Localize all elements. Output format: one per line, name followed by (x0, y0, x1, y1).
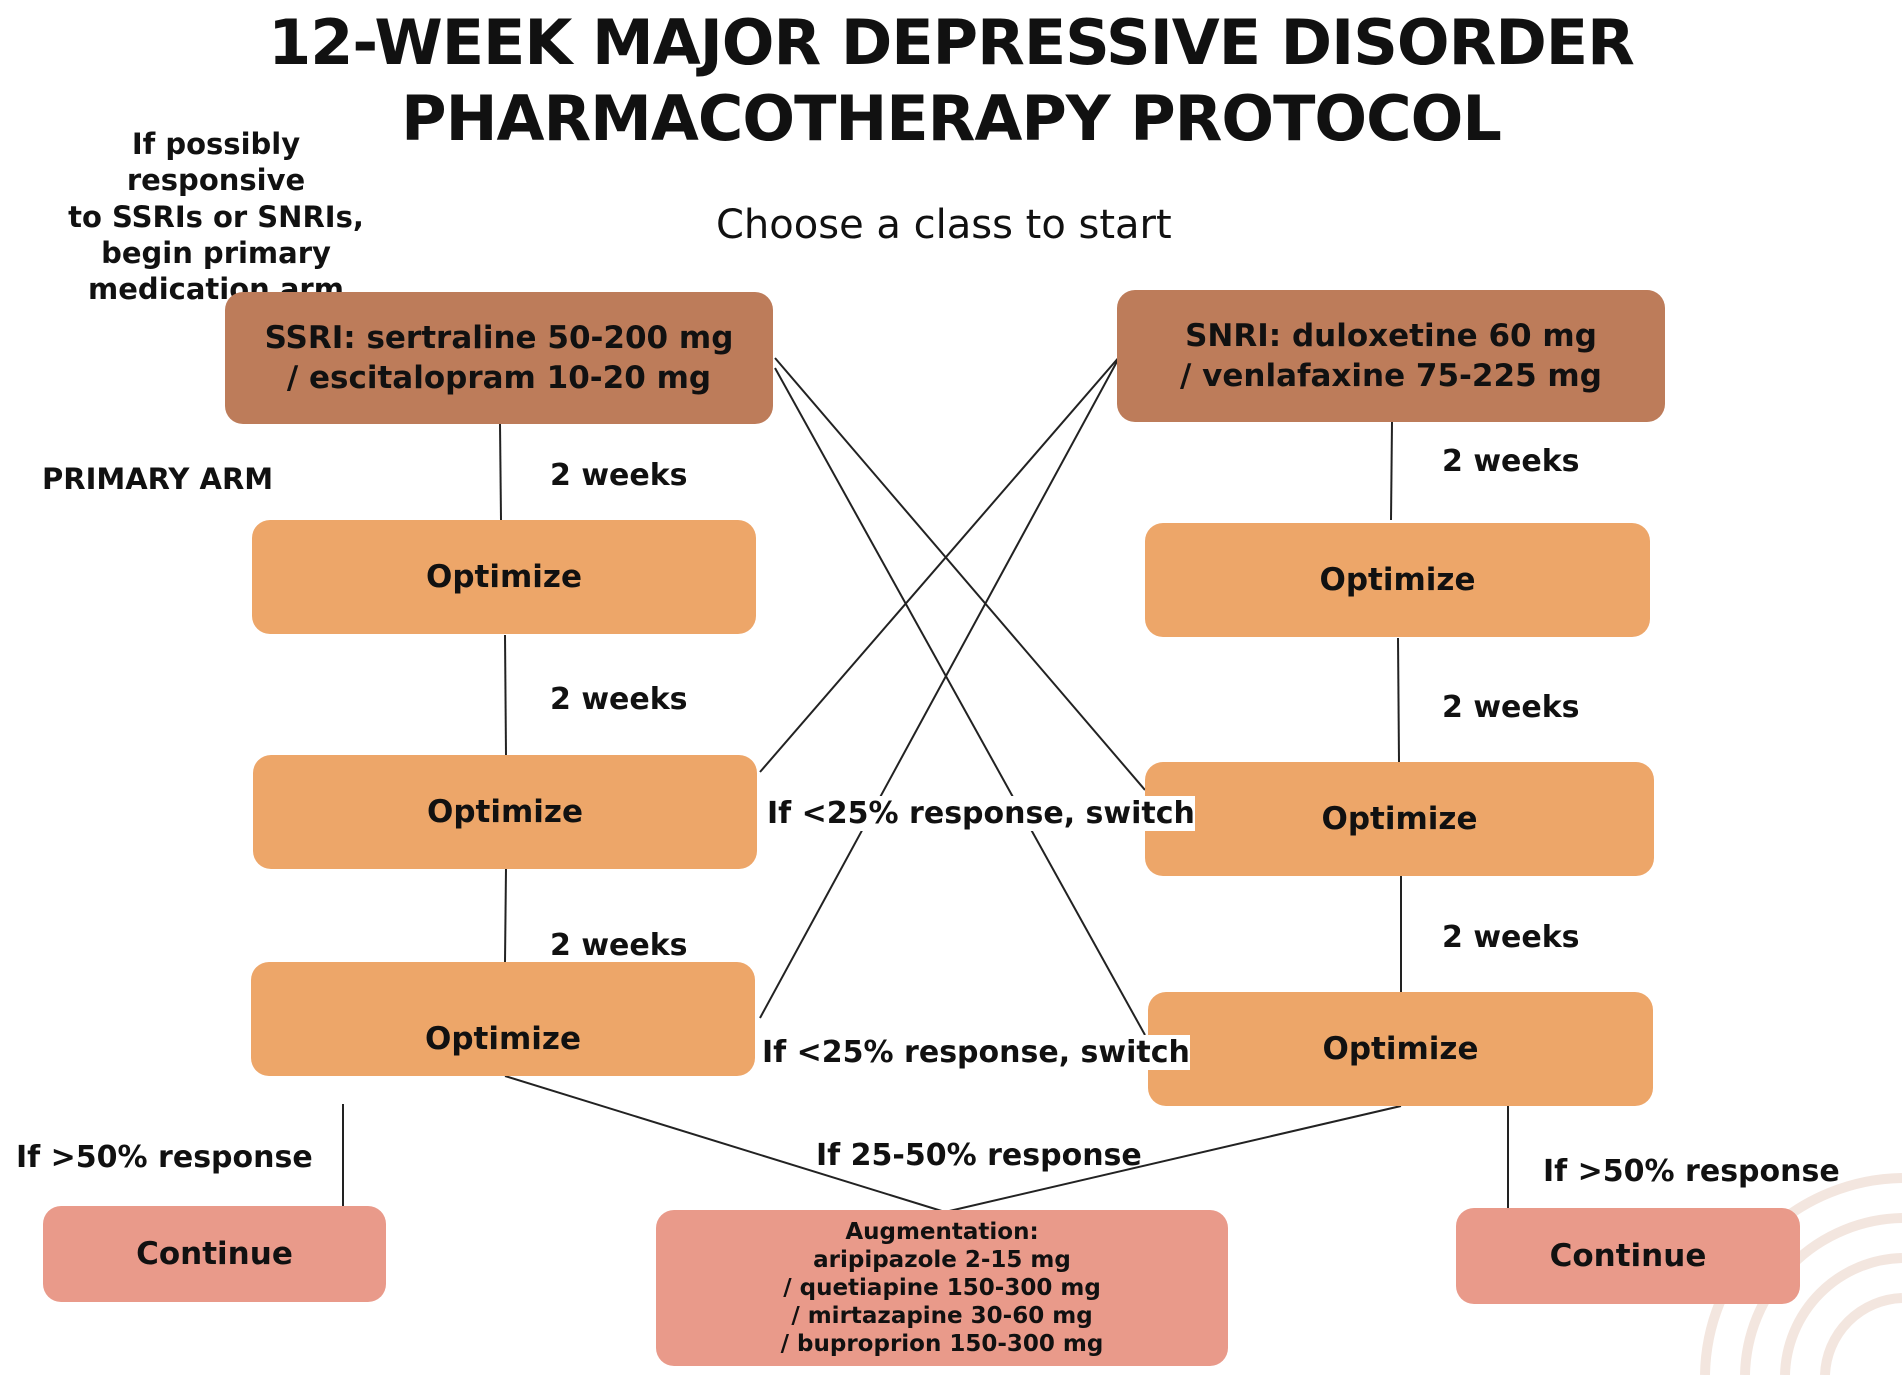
switch-line-ssri-to-snri-2 (774, 357, 1146, 791)
augmentation-heading: Augmentation: (845, 1218, 1039, 1245)
left-optimize-3: Optimize (251, 962, 755, 1076)
right-response-label: If >50% response (1543, 1154, 1840, 1189)
augmentation-option: / mirtazapine 30-60 mg (791, 1303, 1093, 1330)
left-optimize-2: Optimize (253, 755, 757, 869)
connector-right-2 (1397, 637, 1400, 763)
title-line-2: PHARMACOTHERAPY PROTOCOL (401, 82, 1502, 155)
left-interval-1: 2 weeks (550, 458, 688, 493)
left-interval-3: 2 weeks (550, 928, 688, 963)
right-optimize-2: Optimize (1145, 762, 1654, 876)
switch-line-snri-to-ssri-2 (759, 355, 1121, 773)
connector-left-3 (504, 867, 507, 963)
right-interval-1: 2 weeks (1442, 444, 1580, 479)
start-note: If possibly responsive to SSRIs or SNRIs… (68, 127, 364, 306)
connector-left-2 (504, 634, 507, 756)
augment-line-right (944, 1105, 1402, 1213)
snri-start-box: SNRI: duloxetine 60 mg / venlafaxine 75-… (1117, 290, 1665, 422)
augmentation-option: / buproprion 150-300 mg (780, 1331, 1104, 1358)
right-continue-box: Continue (1456, 1208, 1800, 1304)
left-optimize-1: Optimize (252, 520, 756, 634)
augmentation-box: Augmentation: aripipazole 2-15 mg / quet… (656, 1210, 1228, 1366)
switch-line-snri-to-ssri-3 (759, 355, 1121, 1019)
switch-label-2: If <25% response, switch (762, 1035, 1190, 1070)
right-interval-2: 2 weeks (1442, 690, 1580, 725)
connector-left-1 (499, 423, 502, 521)
left-interval-2: 2 weeks (550, 682, 688, 717)
title-line-1: 12-WEEK MAJOR DEPRESSIVE DISORDER (268, 6, 1635, 79)
switch-line-ssri-to-snri-3 (774, 367, 1146, 1036)
augmentation-response-label: If 25-50% response (816, 1138, 1142, 1173)
left-continue-box: Continue (43, 1206, 386, 1302)
primary-arm-label: PRIMARY ARM (42, 462, 274, 496)
right-optimize-3: Optimize (1148, 992, 1653, 1106)
left-response-label: If >50% response (16, 1140, 313, 1175)
right-optimize-1: Optimize (1145, 523, 1650, 637)
subtitle: Choose a class to start (716, 202, 1172, 248)
switch-label-1: If <25% response, switch (767, 796, 1195, 831)
augmentation-option: aripipazole 2-15 mg (813, 1246, 1071, 1273)
ssri-start-box: SSRI: sertraline 50-200 mg / escitalopra… (225, 292, 773, 424)
augment-line-left (504, 1075, 946, 1213)
augmentation-option: / quetiapine 150-300 mg (783, 1274, 1101, 1301)
connector-right-1 (1390, 421, 1393, 521)
right-interval-3: 2 weeks (1442, 920, 1580, 955)
